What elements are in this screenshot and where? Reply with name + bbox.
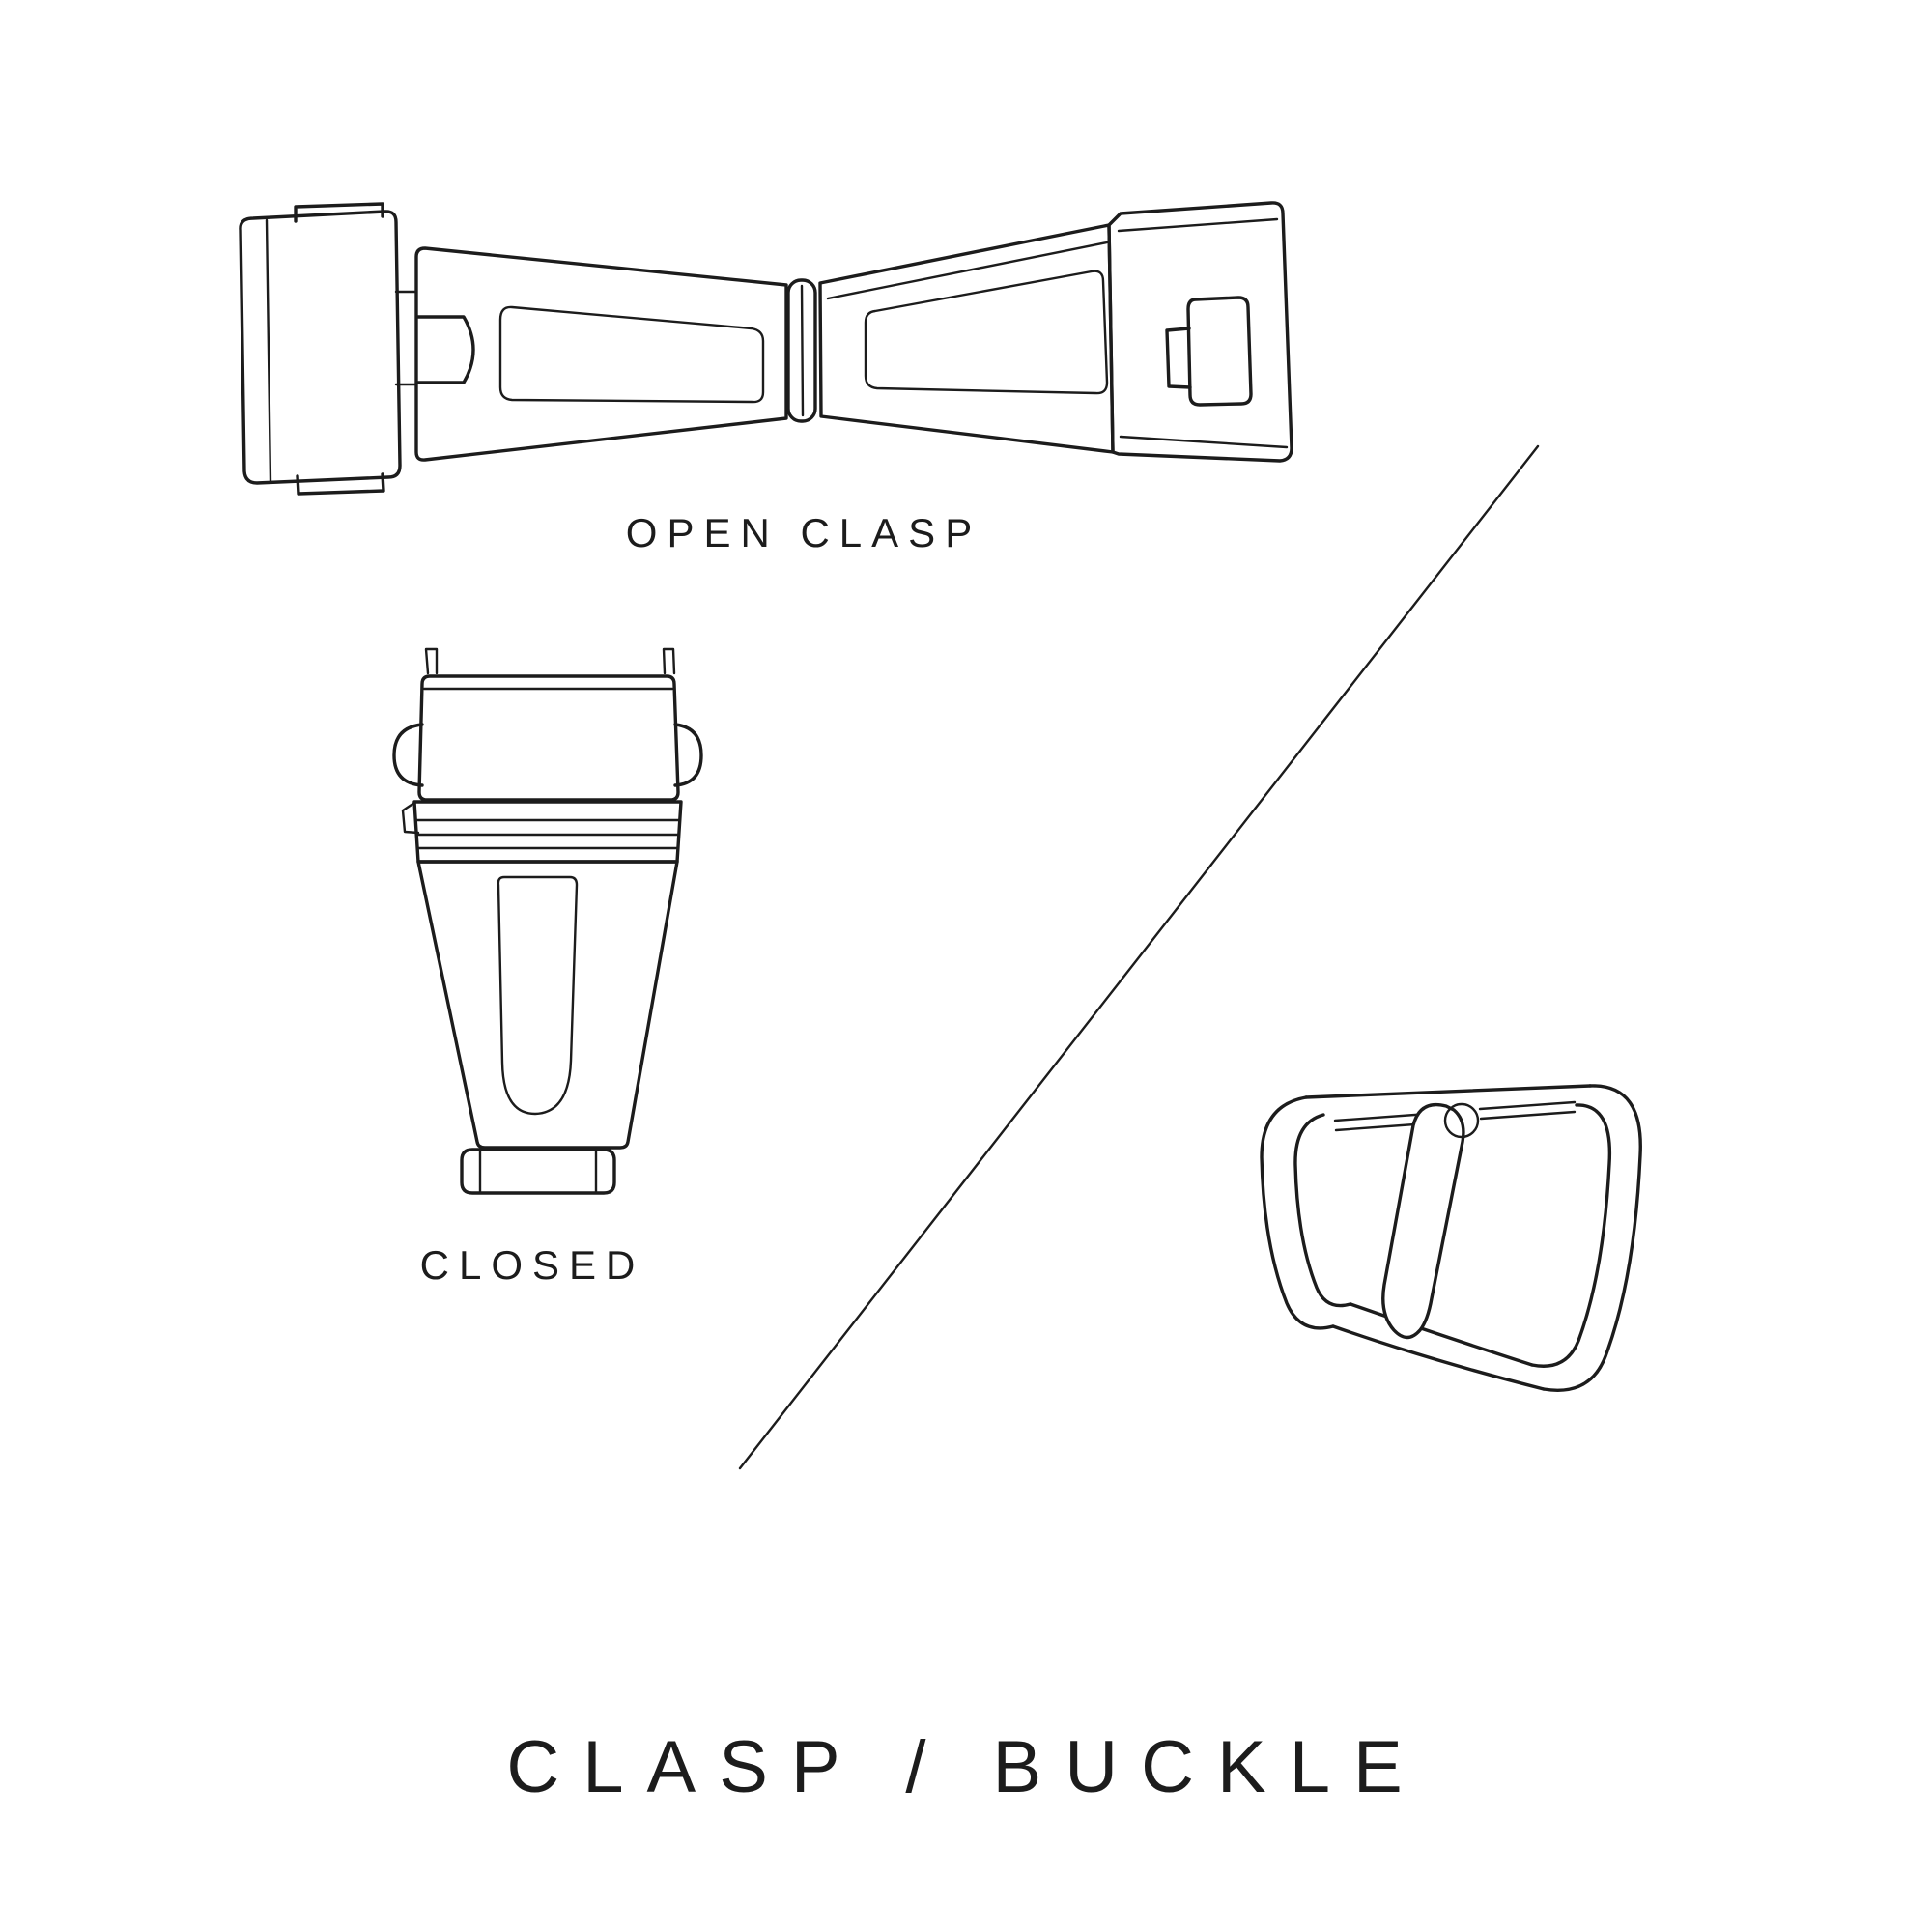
page-title: CLASP / BUCKLE bbox=[506, 1726, 1426, 1808]
open-clasp-illustration bbox=[239, 201, 1293, 496]
pin-buckle-illustration bbox=[1260, 1084, 1642, 1392]
divider-line bbox=[738, 444, 1540, 1470]
closed-clasp-illustration bbox=[392, 647, 703, 1195]
open-clasp-label: OPEN CLASP bbox=[625, 510, 982, 555]
closed-clasp-label: CLOSED bbox=[419, 1242, 645, 1288]
